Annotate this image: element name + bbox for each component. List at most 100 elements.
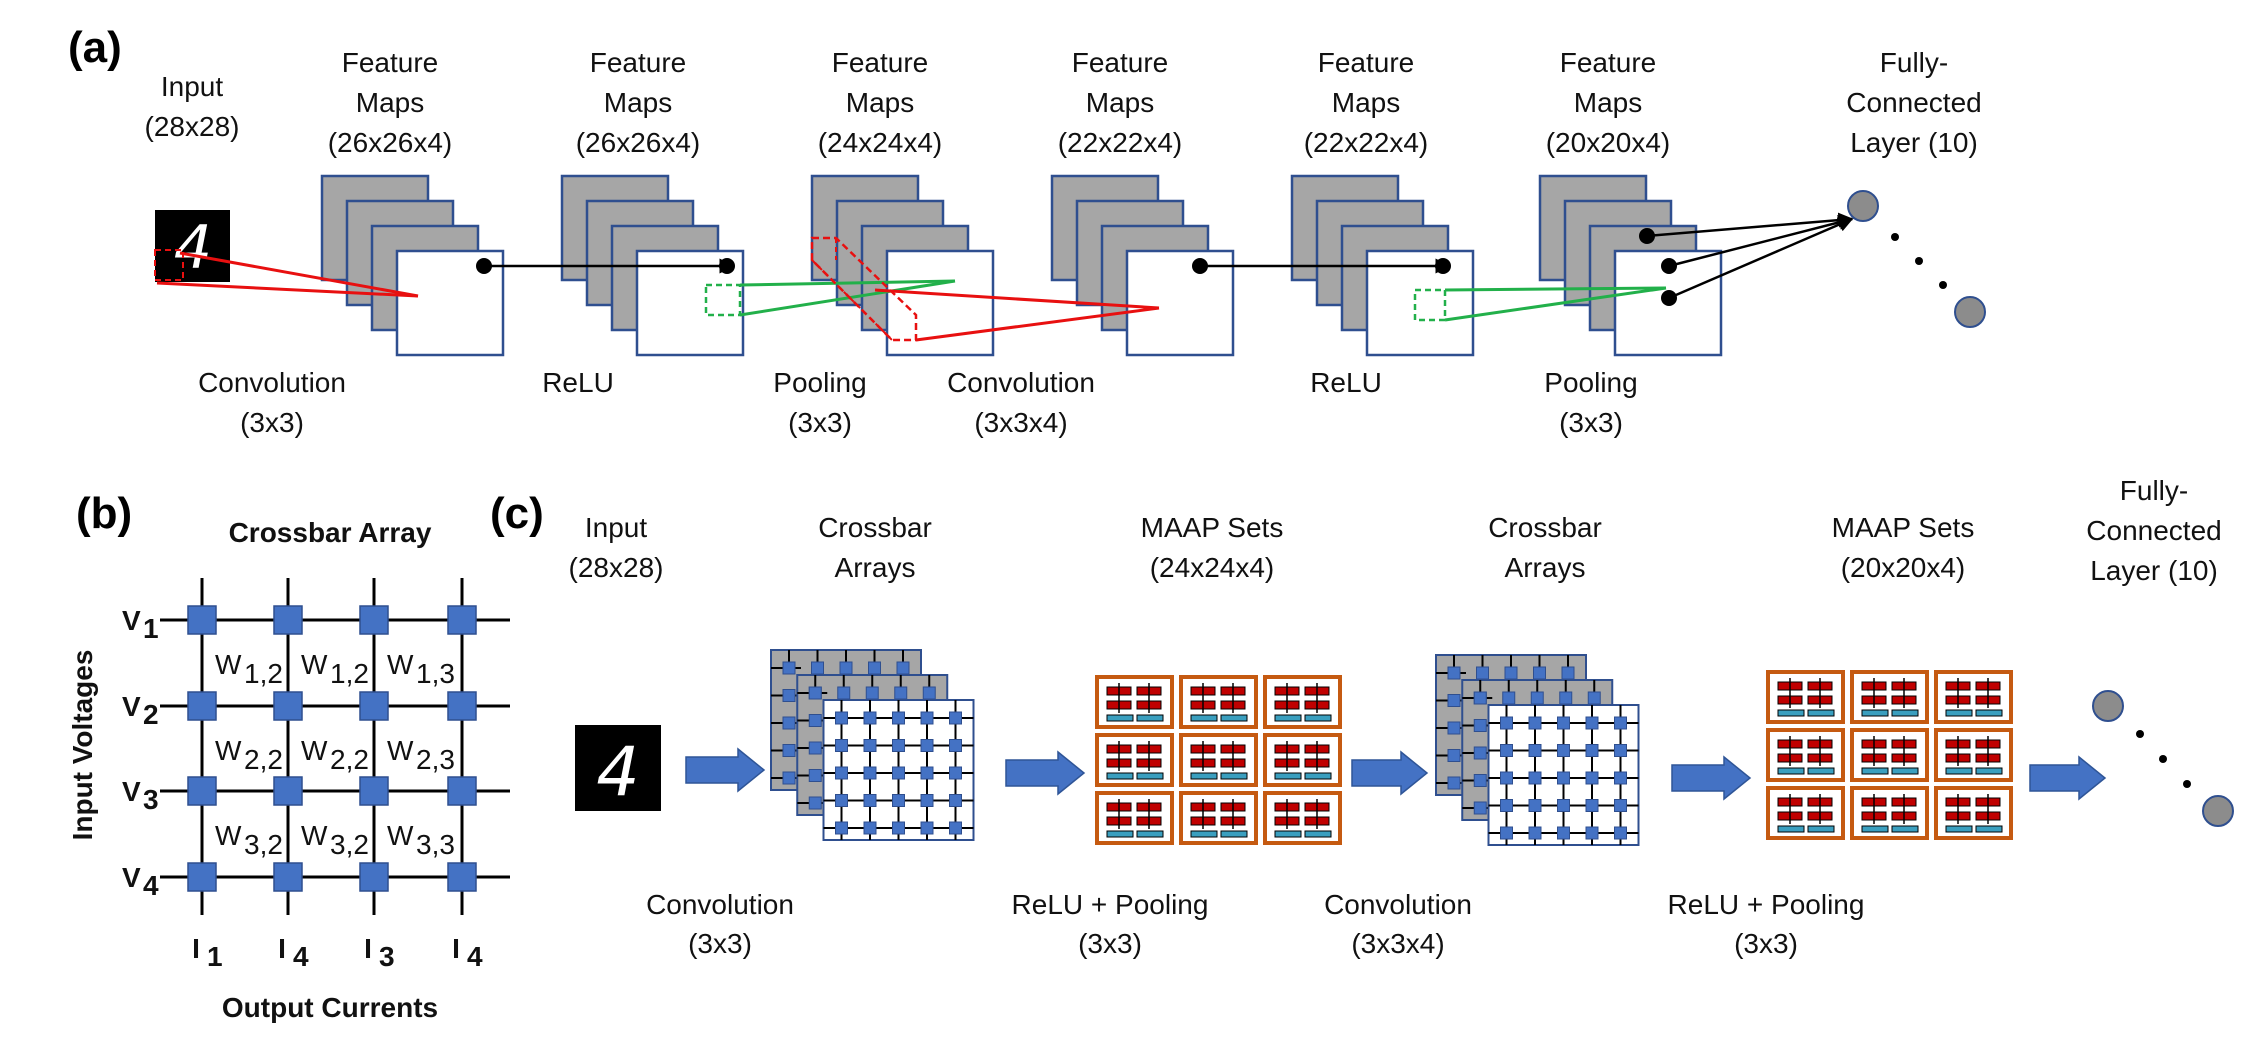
- op-c-4-size: (3x3): [1734, 928, 1798, 959]
- weight-3-2-sub: 3,2: [330, 829, 369, 860]
- crossbar-array-2-node-1-2: [1528, 716, 1542, 730]
- crossbar-node-1-4: [447, 605, 477, 635]
- panel-c-input-digit: 4: [596, 733, 639, 812]
- crossbar-array-2-edge-node-2: [1447, 694, 1461, 707]
- crossbar-array-2: [1435, 654, 1640, 846]
- weight-1-1-letter: W: [215, 649, 242, 680]
- panel-c-fc-title-2: Connected: [2086, 515, 2221, 546]
- crossbar-array-2-top-node-4: [1533, 666, 1546, 680]
- crossbar-array-2-node-5-1: [1500, 826, 1513, 840]
- op-a-3-size: (3x3): [788, 407, 852, 438]
- crossbar-node-2-4: [447, 691, 477, 721]
- relu1-dot-end: [719, 258, 735, 274]
- feature-map-stack-4: [1050, 174, 1235, 357]
- stage-2-dims: (26x26x4): [576, 127, 701, 158]
- stage-1-dims: (26x26x4): [328, 127, 453, 158]
- crossbar-array-2-layer-3: [1487, 704, 1640, 846]
- panel-b: (b) Crossbar Array Input Voltages Output…: [67, 489, 510, 1023]
- conv1-line-bottom: [179, 251, 419, 298]
- weight-1-2-letter: W: [301, 649, 328, 680]
- maap-set-2-cell-3-2-teal-1: [1861, 825, 1889, 833]
- fc-node-first: [1847, 190, 1879, 222]
- crossbar-array-1-node-2-3: [892, 739, 905, 752]
- col-current-3-sub: 3: [379, 941, 395, 972]
- arrow-crossbar2-to-maap2: [1671, 755, 1752, 801]
- arrow-maap1-to-crossbar2: [1351, 750, 1429, 796]
- crossbar-array-1-top-node-4: [868, 661, 881, 675]
- crossbar-node-4-1: [187, 862, 217, 892]
- arrow-input-to-crossbar1: [685, 747, 766, 793]
- op-c-2-size: (3x3): [1078, 928, 1142, 959]
- crossbar-array-1-node-3-2: [863, 766, 877, 780]
- stage-4-title-1: Feature: [1072, 47, 1169, 78]
- stage-4-dims: (22x22x4): [1058, 127, 1183, 158]
- panel-a-input-digit: 4: [174, 213, 212, 283]
- weight-2-1-sub: 2,2: [244, 744, 283, 775]
- crossbar-array-2-edge-node-3: [1473, 746, 1487, 760]
- maap-set-1-cell-3-3-teal-1: [1274, 830, 1302, 838]
- stage-1-title-1: Feature: [342, 47, 439, 78]
- maap-set-1-cell-1-1-teal-2: [1136, 714, 1164, 722]
- maap-set-1-cell-3-1: [1095, 791, 1174, 845]
- pool1-line-bottom: [739, 279, 956, 317]
- crossbar-array-2-node-1-1: [1500, 716, 1513, 730]
- stage-4-title-2: Maps: [1086, 87, 1154, 118]
- maap-set-1-cell-2-3-teal-1: [1274, 772, 1302, 780]
- crossbar-node-3-4: [447, 776, 477, 806]
- crossbar-array-2-node-2-3: [1557, 744, 1570, 757]
- panel-a-fc-title-3: Layer (10): [1850, 127, 1978, 158]
- maap-set-1-cell-1-1-teal-1: [1106, 714, 1134, 722]
- crossbar-array-2-edge-node-4: [1473, 774, 1487, 787]
- weight-1-1-sub: 1,2: [244, 658, 283, 689]
- crossbar-node-3-3: [359, 776, 389, 806]
- row-voltage-3-letter: V: [122, 776, 141, 807]
- feature-map-stack-3: [810, 174, 995, 357]
- crossbar-array-2-top-node-4: [1559, 691, 1573, 705]
- conv2-line-top: [874, 288, 1160, 310]
- crossbar-array-1-top-node-1: [782, 661, 796, 675]
- maap-set-2-cell-2-2: [1850, 728, 1929, 782]
- maap-set-1-cell-1-1: [1095, 675, 1174, 729]
- col-current-2-letter: I: [278, 933, 286, 964]
- crossbar-array-1-node-3-3: [892, 766, 905, 780]
- crossbar-node-1-2: [273, 605, 303, 635]
- weight-2-2-sub: 2,2: [330, 744, 369, 775]
- weight-3-3-letter: W: [387, 820, 414, 851]
- maap-set-2-cell-2-3-teal-2: [1975, 767, 2003, 775]
- crossbar-array-1-edge-node-3: [808, 741, 822, 755]
- maap-set-1-cell-2-2: [1179, 733, 1258, 787]
- crossbar-array-1-node-1-2: [863, 711, 877, 725]
- weight-3-1-letter: W: [215, 820, 242, 851]
- stage-2-title-2: Maps: [604, 87, 672, 118]
- crossbar-node-4-2: [273, 862, 303, 892]
- crossbar-array-1-top-node-5: [896, 661, 910, 675]
- weight-1-3-letter: W: [387, 649, 414, 680]
- maap-set-2-cell-3-3: [1934, 786, 2013, 840]
- weight-2-3-sub: 2,3: [416, 744, 455, 775]
- crossbar-array-1-top-node-3: [865, 686, 879, 700]
- panel-a-label: (a): [68, 23, 122, 72]
- relu2-dot-start: [1192, 258, 1208, 274]
- op-a-4-name: Convolution: [947, 367, 1095, 398]
- crossbar-array-1-node-3-4: [920, 766, 934, 780]
- stage-6-title-2: Maps: [1574, 87, 1642, 118]
- stage-3-title-1: Feature: [832, 47, 929, 78]
- crossbar-array-2-top-node-3: [1530, 691, 1544, 705]
- panel-c-input-title: Input: [585, 512, 647, 543]
- maap-set-1-cell-3-2: [1179, 791, 1258, 845]
- op-a-1-name: Convolution: [198, 367, 346, 398]
- maap2-dims: (20x20x4): [1841, 552, 1966, 583]
- pool1-window: [704, 283, 742, 317]
- op-c-4-name: ReLU + Pooling: [1668, 889, 1865, 920]
- pool2-line-bottom: [1444, 286, 1667, 322]
- maap-set-2-cell-1-3-teal-1: [1945, 709, 1973, 717]
- feature-map-stack-2: [560, 174, 745, 357]
- op-c-3-name: Convolution: [1324, 889, 1472, 920]
- crossbar-array-1-node-1-5: [949, 711, 962, 725]
- crossbar-array-1-edge-node-5: [782, 771, 796, 785]
- crossbar-title: Crossbar Array: [229, 517, 432, 548]
- maap-set-2-cell-2-2-teal-1: [1861, 767, 1889, 775]
- maap-set-1-cell-2-3-teal-2: [1304, 772, 1332, 780]
- crossbar-array-2-node-3-4: [1585, 771, 1599, 785]
- maap-set-2-cell-3-1: [1766, 786, 1845, 840]
